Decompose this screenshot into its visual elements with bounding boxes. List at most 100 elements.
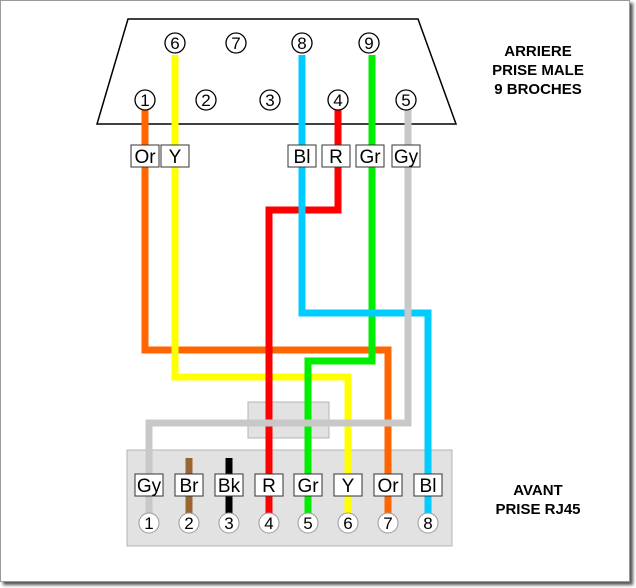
- label-box: [293, 473, 323, 497]
- db9-pin-7: 7: [225, 32, 247, 54]
- rj45-pin-number: 1: [144, 514, 153, 533]
- pin-circle: [218, 512, 240, 534]
- rear-label-text: Bl: [294, 147, 311, 168]
- front-label-text: Or: [377, 476, 399, 497]
- label-box: [160, 144, 190, 168]
- wire-blue: [298, 55, 432, 515]
- wire-grey: [145, 110, 412, 515]
- wire-green: [304, 55, 376, 515]
- rear-label-text: Or: [134, 147, 156, 168]
- pin-circle: [327, 89, 349, 111]
- front-wire-label: Bl: [413, 473, 443, 497]
- rear-wire-label: Bl: [287, 144, 317, 168]
- db9-pin-number: 1: [140, 91, 149, 110]
- label-box: [174, 473, 204, 497]
- rj45-pin-5: 5: [297, 512, 319, 534]
- pin-circle: [259, 89, 281, 111]
- front-title: AVANT PRISE RJ45: [478, 481, 598, 519]
- db9-pin-number: 4: [333, 91, 342, 110]
- db9-pin-number: 5: [401, 91, 410, 110]
- rj45-pin-number: 8: [423, 514, 432, 533]
- label-box: [321, 144, 351, 168]
- rear-label-text: Gy: [394, 147, 419, 168]
- label-box: [130, 144, 160, 168]
- rear-label-text: Gr: [359, 147, 381, 168]
- db9-pin-5: 5: [395, 89, 417, 111]
- db9-pin-number: 8: [297, 34, 306, 53]
- rj45-pin-number: 5: [303, 514, 312, 533]
- front-wire-label: Gy: [134, 473, 164, 497]
- rear-title-line: PRISE MALE: [492, 62, 584, 79]
- label-box: [134, 473, 164, 497]
- pin-circle: [225, 32, 247, 54]
- pin-circle: [417, 512, 439, 534]
- front-title-line: PRISE RJ45: [495, 501, 581, 518]
- pin-circle: [178, 512, 200, 534]
- rear-title: ARRIERE PRISE MALE 9 BROCHES: [478, 42, 598, 99]
- rear-label-text: Y: [169, 147, 182, 168]
- front-wire-label: Y: [333, 473, 363, 497]
- label-box: [413, 473, 443, 497]
- front-label-text: Bk: [218, 476, 241, 497]
- wire-yellow: [171, 55, 352, 515]
- rear-wire-label: Or: [130, 144, 160, 168]
- label-box: [333, 473, 363, 497]
- front-label-text: Gr: [297, 476, 319, 497]
- db9-pin-8: 8: [291, 32, 313, 54]
- label-box: [355, 144, 385, 168]
- pin-circle: [337, 512, 359, 534]
- rj45-pin-3: 3: [218, 512, 240, 534]
- label-box: [391, 144, 421, 168]
- pin-circle: [138, 512, 160, 534]
- label-box: [254, 473, 284, 497]
- db9-pin-number: 9: [364, 34, 373, 53]
- pin-circle: [258, 512, 280, 534]
- front-wire-label: Or: [373, 473, 403, 497]
- front-label-text: Br: [180, 476, 200, 497]
- pin-circle: [134, 89, 156, 111]
- pin-circle: [291, 32, 313, 54]
- rj45-pin-6: 6: [337, 512, 359, 534]
- db9-pin-3: 3: [259, 89, 281, 111]
- db9-pin-4: 4: [327, 89, 349, 111]
- front-label-text: R: [262, 476, 276, 497]
- front-label-text: Bl: [420, 476, 437, 497]
- db9-pin-6: 6: [164, 32, 186, 54]
- rj45-pin-number: 3: [224, 514, 233, 533]
- pin-circle: [195, 89, 217, 111]
- rear-label-text: R: [329, 147, 343, 168]
- db9-pin-2: 2: [195, 89, 217, 111]
- front-wire-label: Gr: [293, 473, 323, 497]
- front-label-text: Gy: [137, 476, 162, 497]
- front-title-line: AVANT: [513, 482, 563, 499]
- db9-pin-number: 3: [265, 91, 274, 110]
- pin-circle: [297, 512, 319, 534]
- rj45-pin-7: 7: [377, 512, 399, 534]
- rj45-pin-1: 1: [138, 512, 160, 534]
- rear-wire-label: Gy: [391, 144, 421, 168]
- rear-wire-label: Gr: [355, 144, 385, 168]
- rear-title-line: 9 BROCHES: [494, 81, 582, 98]
- db9-pin-9: 9: [358, 32, 380, 54]
- label-box: [287, 144, 317, 168]
- rj45-pin-8: 8: [417, 512, 439, 534]
- rj45-pin-4: 4: [258, 512, 280, 534]
- rear-wire-label: R: [321, 144, 351, 168]
- front-wire-label: Bk: [214, 473, 244, 497]
- rj45-pin-number: 4: [264, 514, 273, 533]
- pin-circle: [358, 32, 380, 54]
- db9-pin-number: 7: [231, 34, 240, 53]
- db9-pin-number: 6: [170, 34, 179, 53]
- rj45-connector-body: [126, 449, 453, 547]
- rear-title-line: ARRIERE: [504, 43, 572, 60]
- rj45-pin-number: 6: [343, 514, 352, 533]
- db9-pin-1: 1: [134, 89, 156, 111]
- pin-circle: [377, 512, 399, 534]
- rear-wire-label: Y: [160, 144, 190, 168]
- pin-circle: [164, 32, 186, 54]
- front-label-text: Y: [342, 476, 355, 497]
- label-box: [214, 473, 244, 497]
- front-wire-label: R: [254, 473, 284, 497]
- rj45-pin-number: 7: [383, 514, 392, 533]
